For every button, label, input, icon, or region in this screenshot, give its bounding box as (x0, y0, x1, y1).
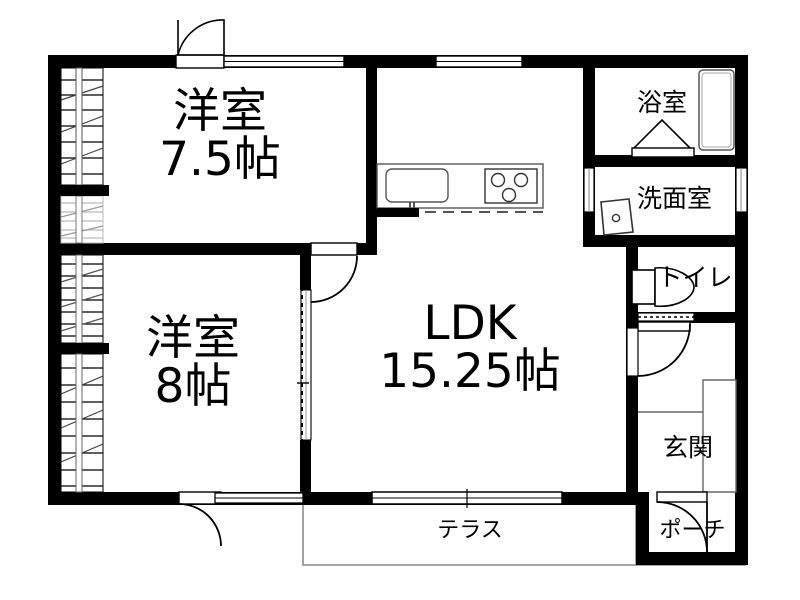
door-bedroom8-ldk (310, 242, 358, 303)
entrance-door (656, 491, 708, 553)
window-bedroom75-west-lower (60, 195, 104, 244)
window-ldk-south (371, 489, 563, 508)
door-hall-toilet (626, 321, 691, 377)
wall-stub-west-upper (61, 185, 109, 196)
kitchen-stove (484, 168, 538, 204)
window-bedroom8-west-lower (60, 353, 104, 493)
sliding-partition-bedroom8-ldk (297, 255, 312, 492)
wash-basin (600, 198, 634, 236)
window-bedroom75-top (223, 55, 345, 68)
toilet-bowl (631, 267, 695, 307)
shoe-cabinet (638, 379, 737, 493)
window-bedroom8-south (214, 492, 304, 504)
window-ldk-north (435, 55, 523, 68)
kitchen-counter (376, 163, 544, 217)
window-washroom-east (735, 167, 748, 213)
window-bedroom75-west-upper (60, 67, 104, 186)
wall-stub-west-lower (61, 343, 109, 354)
door-bathroom (631, 118, 695, 158)
door-bedroom75-top (175, 19, 225, 69)
bathtub (698, 69, 735, 151)
sliding-door-washroom (583, 167, 595, 247)
sliding-door-toilet (637, 312, 695, 322)
window-bedroom8-west-upper (60, 254, 104, 344)
door-bedroom8-south (178, 491, 222, 547)
